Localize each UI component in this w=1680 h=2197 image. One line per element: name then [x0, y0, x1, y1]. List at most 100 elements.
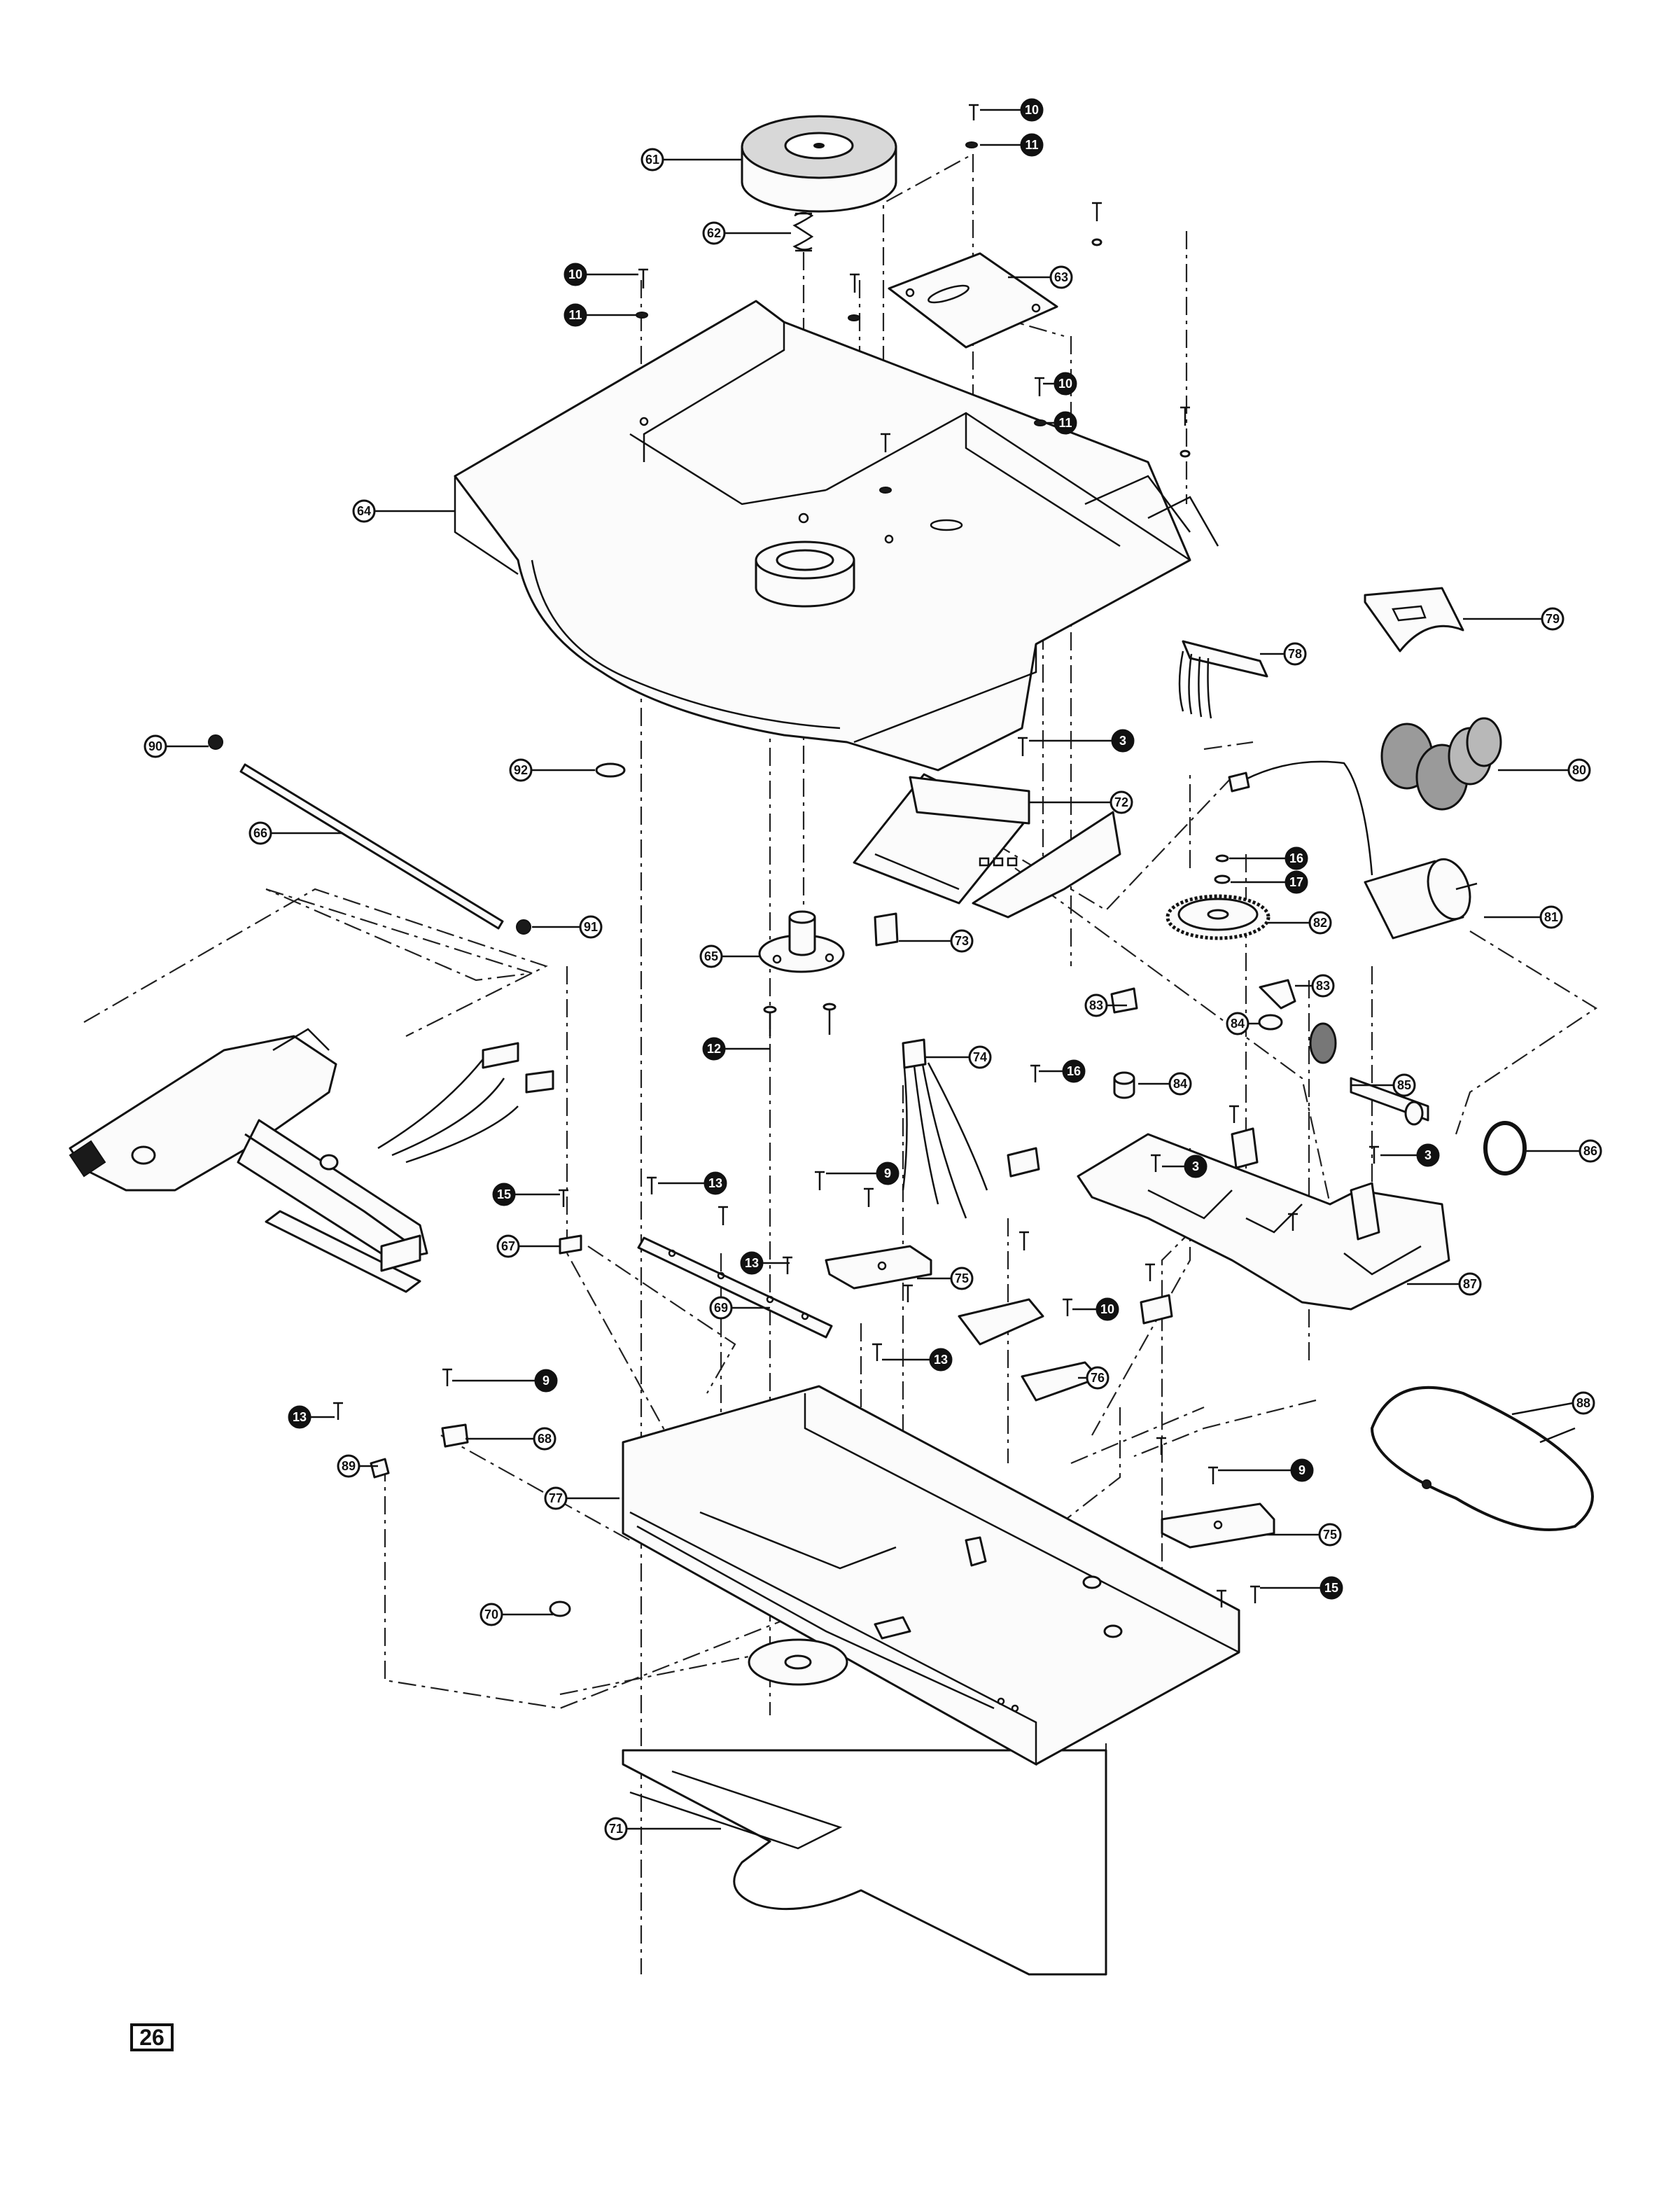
- callout-86: 86: [1526, 1141, 1601, 1162]
- callout-62: 62: [704, 223, 791, 244]
- callout-number: 62: [707, 226, 721, 240]
- callout-11: 11: [565, 305, 637, 326]
- callout-number: 3: [1192, 1159, 1199, 1173]
- callout-number: 82: [1313, 916, 1327, 930]
- callout-91: 91: [532, 916, 601, 937]
- callout-number: 79: [1546, 612, 1560, 626]
- callout-9: 9: [452, 1370, 556, 1391]
- callout-10: 10: [565, 264, 638, 285]
- callout-number: 9: [542, 1374, 550, 1388]
- callout-3: 3: [1029, 730, 1133, 751]
- callout-13: 13: [741, 1253, 790, 1274]
- callout-number: 13: [745, 1256, 759, 1270]
- callout-number: 17: [1289, 875, 1303, 889]
- part-64-tray: [455, 301, 1218, 770]
- callout-77: 77: [545, 1488, 620, 1509]
- callout-80: 80: [1498, 760, 1590, 781]
- callout-number: 66: [253, 826, 267, 840]
- callout-number: 64: [357, 504, 371, 518]
- part-71-sheet: [623, 1750, 1106, 1974]
- callout-number: 83: [1089, 998, 1103, 1012]
- callout-number: 77: [549, 1491, 563, 1505]
- callout-9: 9: [826, 1163, 898, 1184]
- page-number: 26: [130, 2023, 174, 2051]
- callout-82: 82: [1267, 912, 1331, 933]
- callout-68: 68: [465, 1428, 555, 1449]
- callout-number: 9: [884, 1166, 891, 1180]
- part-77-chassis: [623, 1386, 1239, 1764]
- callout-number: 61: [645, 153, 659, 167]
- part-80-rollers: [1382, 718, 1501, 809]
- callout-11: 11: [980, 134, 1042, 155]
- callout-number: 67: [501, 1239, 515, 1253]
- callout-78: 78: [1260, 643, 1306, 664]
- part-63-plate: [889, 253, 1057, 347]
- callout-64: 64: [354, 501, 455, 522]
- callout-number: 11: [1058, 416, 1072, 430]
- callout-number: 89: [342, 1459, 356, 1473]
- callout-number: 11: [568, 308, 582, 322]
- callout-13: 13: [658, 1173, 726, 1194]
- callout-90: 90: [145, 736, 209, 757]
- callout-72: 72: [1029, 792, 1132, 813]
- callout-65: 65: [701, 946, 760, 967]
- callout-number: 80: [1572, 763, 1586, 777]
- callout-16: 16: [1039, 1061, 1084, 1082]
- callout-number: 72: [1114, 795, 1128, 809]
- callout-75: 75: [1267, 1524, 1340, 1545]
- callout-number: 16: [1289, 851, 1303, 865]
- callout-83: 83: [1295, 975, 1334, 996]
- callout-number: 78: [1288, 647, 1302, 661]
- callout-number: 16: [1067, 1064, 1081, 1078]
- callout-number: 75: [1323, 1528, 1337, 1542]
- callout-number: 88: [1576, 1396, 1590, 1410]
- callout-number: 15: [497, 1187, 511, 1201]
- callout-number: 70: [484, 1607, 498, 1621]
- callout-number: 10: [568, 267, 582, 281]
- callout-number: 3: [1424, 1148, 1432, 1162]
- part-88-belt: [1372, 1388, 1592, 1530]
- callout-84: 84: [1227, 1013, 1260, 1034]
- callout-84: 84: [1138, 1073, 1191, 1094]
- callout-3: 3: [1380, 1145, 1438, 1166]
- callout-79: 79: [1463, 608, 1563, 629]
- callout-number: 84: [1173, 1077, 1187, 1091]
- callout-number: 86: [1583, 1144, 1597, 1158]
- callout-number: 12: [707, 1042, 721, 1056]
- callout-13: 13: [882, 1349, 951, 1370]
- callout-10: 10: [980, 99, 1042, 120]
- callout-89: 89: [338, 1456, 378, 1477]
- callout-number: 13: [708, 1176, 722, 1190]
- callout-73: 73: [899, 930, 972, 951]
- callout-number: 75: [955, 1271, 969, 1285]
- callout-number: 81: [1544, 910, 1558, 924]
- callout-92: 92: [510, 760, 595, 781]
- callout-number: 3: [1119, 734, 1126, 748]
- part-69-bracket: [638, 1238, 832, 1337]
- part-72-pcb: [854, 774, 1120, 917]
- callout-number: 76: [1091, 1371, 1105, 1385]
- callout-74: 74: [924, 1047, 990, 1068]
- callout-number: 13: [934, 1353, 948, 1367]
- callout-number: 11: [1025, 138, 1038, 152]
- callout-12: 12: [704, 1038, 770, 1059]
- callout-number: 9: [1298, 1463, 1306, 1477]
- callout-61: 61: [642, 149, 742, 170]
- callout-number: 68: [538, 1432, 552, 1446]
- callout-71: 71: [606, 1818, 721, 1839]
- callout-number: 84: [1231, 1017, 1245, 1031]
- callout-15: 15: [493, 1184, 560, 1205]
- callout-number: 85: [1397, 1078, 1411, 1092]
- callout-number: 13: [293, 1410, 307, 1424]
- callout-number: 10: [1058, 377, 1072, 391]
- part-62-spring: [794, 213, 812, 251]
- callout-88: 88: [1512, 1393, 1594, 1414]
- callout-17: 17: [1231, 872, 1307, 893]
- callout-number: 74: [973, 1050, 987, 1064]
- part-82-gear: [1168, 856, 1268, 938]
- part-79-cover: [1365, 588, 1463, 651]
- callout-number: 63: [1054, 270, 1068, 284]
- callout-10: 10: [1072, 1299, 1118, 1320]
- part-61-pad: [742, 116, 896, 211]
